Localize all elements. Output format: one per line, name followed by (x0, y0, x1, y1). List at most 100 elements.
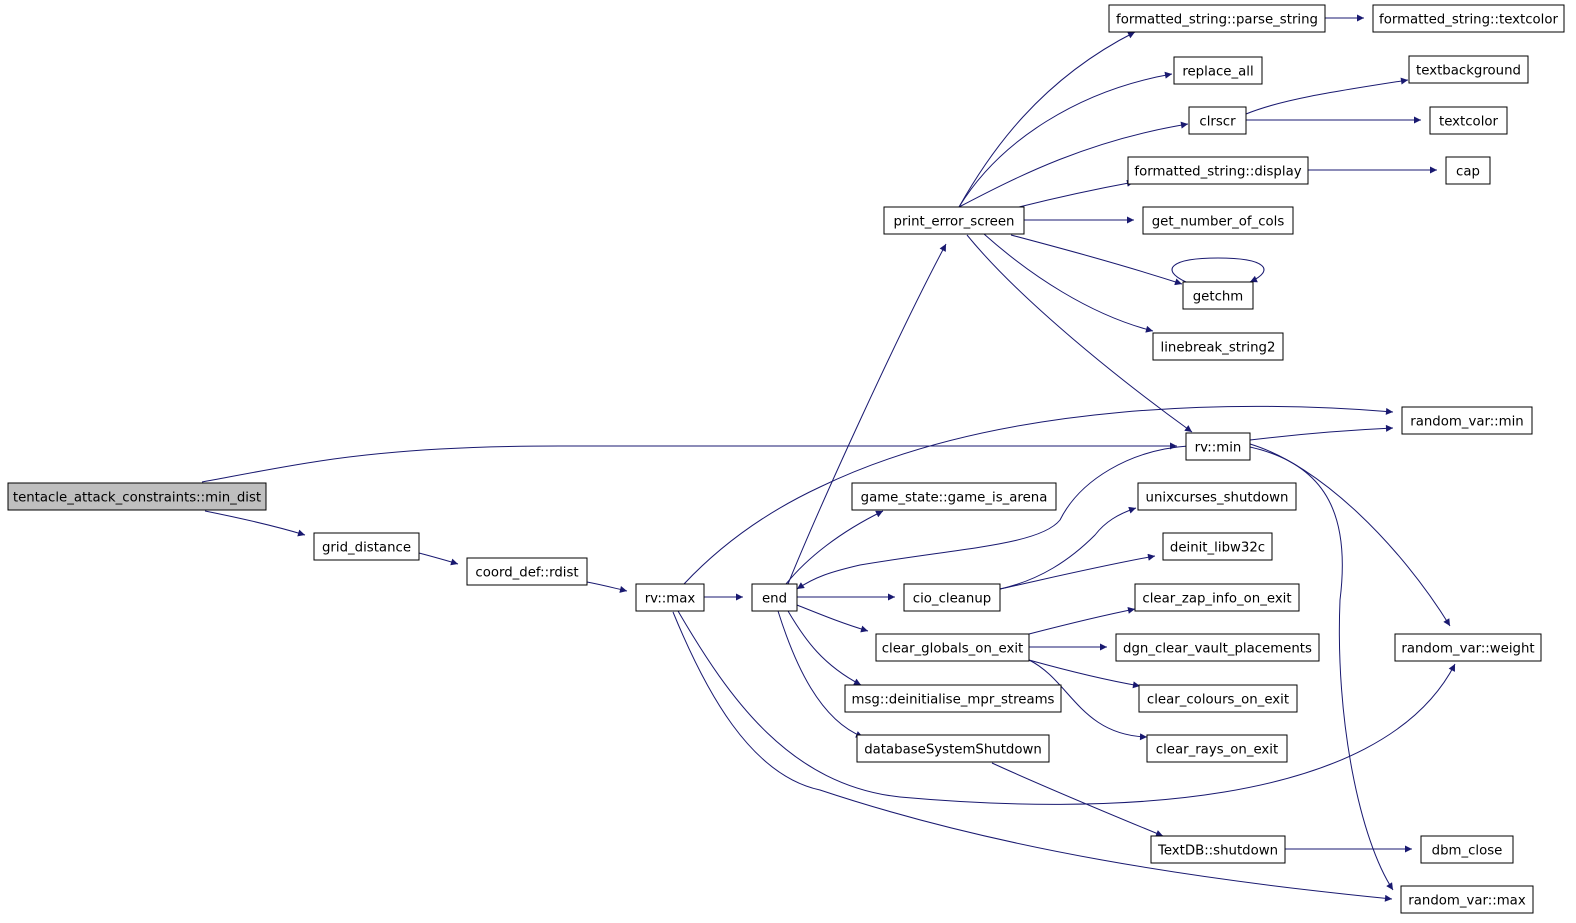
function-node[interactable]: textcolor (1429, 106, 1508, 135)
function-node-label: linebreak_string2 (1161, 341, 1276, 356)
function-node-label: textbackground (1416, 64, 1521, 79)
function-node[interactable]: coord_def::rdist (466, 557, 588, 586)
function-node-label: get_number_of_cols (1152, 215, 1285, 230)
function-node-label: msg::deinitialise_mpr_streams (852, 693, 1055, 708)
function-node[interactable]: dbm_close (1420, 835, 1514, 864)
function-node[interactable]: clear_zap_info_on_exit (1134, 583, 1300, 612)
call-edge (1249, 446, 1394, 891)
function-node[interactable]: random_var::weight (1394, 633, 1542, 662)
function-node-label: clear_globals_on_exit (882, 642, 1024, 657)
call-edge (677, 610, 1456, 805)
function-node[interactable]: formatted_string::parse_string (1108, 4, 1326, 33)
function-node-label: TextDB::shutdown (1157, 844, 1278, 859)
function-node-label: formatted_string::textcolor (1379, 13, 1558, 28)
call-edge (785, 510, 884, 585)
call-edge (1028, 659, 1148, 741)
function-node[interactable]: print_error_screen (883, 206, 1025, 235)
function-node-label: rv::max (645, 592, 696, 607)
call-edge (966, 234, 1193, 433)
function-node-label: databaseSystemShutdown (864, 743, 1042, 758)
function-node[interactable]: clear_globals_on_exit (875, 633, 1030, 662)
function-node-label: rv::min (1195, 441, 1242, 456)
function-node-label: print_error_screen (894, 215, 1015, 230)
call-edge (787, 243, 947, 585)
function-node-label: clear_zap_info_on_exit (1142, 592, 1291, 607)
call-edge (796, 445, 1189, 590)
function-node-label: game_state::game_is_arena (861, 491, 1048, 506)
function-node[interactable]: dgn_clear_vault_placements (1115, 633, 1320, 662)
function-node-label: cio_cleanup (913, 592, 991, 607)
function-node[interactable]: rv::min (1185, 432, 1251, 461)
function-node[interactable]: deinit_libw32c (1162, 532, 1273, 561)
function-node[interactable]: random_var::max (1400, 885, 1534, 914)
function-node[interactable]: linebreak_string2 (1152, 332, 1284, 361)
function-node[interactable]: cio_cleanup (903, 583, 1001, 612)
call-edge (796, 604, 869, 633)
function-node[interactable]: clrscr (1188, 106, 1247, 135)
call-edge (1249, 443, 1451, 627)
function-node-label: coord_def::rdist (475, 566, 578, 581)
function-node-label: cap (1456, 165, 1480, 180)
function-node[interactable]: random_var::min (1401, 406, 1533, 435)
function-node-label: replace_all (1182, 65, 1253, 80)
function-node[interactable]: game_state::game_is_arena (851, 482, 1057, 511)
call-edge (1028, 606, 1136, 635)
root-function-node: tentacle_attack_constraints::min_dist (7, 482, 267, 511)
function-node[interactable]: get_number_of_cols (1142, 206, 1294, 235)
function-node[interactable]: replace_all (1173, 56, 1263, 85)
function-node-label: unixcurses_shutdown (1146, 491, 1289, 506)
call-edge (204, 510, 306, 537)
function-node-label: formatted_string::parse_string (1116, 13, 1318, 28)
function-node-label: clear_rays_on_exit (1156, 743, 1278, 758)
call-edge (586, 581, 628, 593)
function-node-label: random_var::max (1408, 894, 1526, 909)
function-node[interactable]: clear_colours_on_exit (1138, 684, 1298, 713)
function-node-label: textcolor (1439, 115, 1499, 130)
call-edge (787, 610, 862, 686)
function-node-label: formatted_string::display (1134, 165, 1301, 180)
function-node[interactable]: unixcurses_shutdown (1137, 482, 1297, 511)
call-edge (672, 611, 1393, 902)
call-edge (777, 610, 864, 738)
function-node-label: dbm_close (1432, 844, 1503, 859)
function-node-label: clear_colours_on_exit (1147, 693, 1289, 708)
function-node-label: random_var::min (1410, 415, 1524, 430)
call-edge (418, 552, 459, 566)
function-node-label: tentacle_attack_constraints::min_dist (13, 491, 261, 506)
call-edge (999, 553, 1156, 590)
function-nodes: tentacle_attack_constraints::min_distgri… (7, 4, 1565, 914)
call-edge (201, 442, 1178, 483)
function-node[interactable]: textbackground (1408, 55, 1529, 84)
function-node-label: clrscr (1199, 115, 1236, 130)
function-node-label: getchm (1193, 290, 1244, 305)
function-node-label: dgn_clear_vault_placements (1123, 642, 1312, 657)
function-node[interactable]: msg::deinitialise_mpr_streams (844, 684, 1062, 713)
call-edge (958, 71, 1173, 208)
call-edge (983, 233, 1154, 333)
call-edge (1245, 77, 1409, 115)
call-edge (1171, 257, 1265, 283)
function-node[interactable]: clear_rays_on_exit (1146, 734, 1288, 763)
call-edge (1028, 659, 1141, 689)
function-node-label: end (762, 592, 787, 607)
function-node[interactable]: formatted_string::display (1127, 156, 1309, 185)
function-node[interactable]: formatted_string::textcolor (1372, 4, 1565, 33)
function-node-label: grid_distance (322, 541, 411, 556)
call-edge (1018, 179, 1135, 208)
call-edge (991, 762, 1164, 837)
function-node[interactable]: end (751, 583, 798, 612)
function-node[interactable]: databaseSystemShutdown (856, 734, 1050, 763)
call-edge (958, 31, 1136, 208)
function-node-label: random_var::weight (1401, 642, 1534, 657)
function-node[interactable]: cap (1445, 156, 1491, 185)
call-edge (1249, 424, 1394, 441)
function-node[interactable]: grid_distance (313, 532, 420, 561)
call-edge (683, 405, 1394, 585)
function-node[interactable]: getchm (1182, 281, 1254, 310)
function-node-label: deinit_libw32c (1170, 541, 1265, 556)
call-edge (1010, 234, 1183, 286)
call-edge (958, 121, 1189, 208)
function-node[interactable]: rv::max (635, 583, 705, 612)
function-node[interactable]: TextDB::shutdown (1150, 835, 1286, 864)
